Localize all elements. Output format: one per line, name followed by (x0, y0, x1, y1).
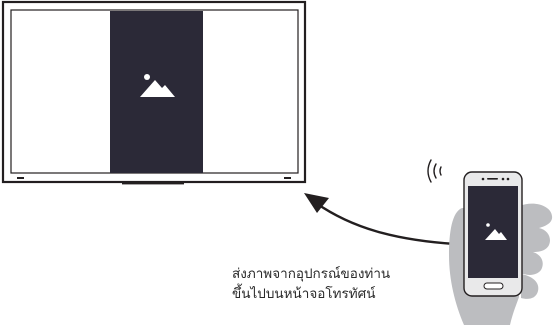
caption: ส่งภาพจากอุปกรณ์ของท่าน ขึ้นไปบนหน้าจอโท… (232, 264, 472, 304)
tv-button-right (284, 177, 291, 179)
caption-line-1: ส่งภาพจากอุปกรณ์ของท่าน (232, 266, 391, 282)
phone-sensor-2 (506, 177, 510, 181)
phone-front-camera (481, 177, 485, 181)
curved-arrow-icon (304, 193, 457, 246)
phone-speaker (487, 178, 498, 180)
television (1, 0, 307, 185)
wireless-signal-icon (427, 159, 442, 183)
tv-button-left (17, 177, 24, 179)
phone-sensor (501, 177, 505, 181)
tv-stand (122, 182, 184, 185)
smartphone (463, 171, 523, 297)
phone-home-button (483, 282, 504, 290)
image-icon (485, 223, 507, 240)
image-icon (140, 74, 175, 97)
caption-line-2: ขึ้นไปบนหน้าจอโทรทัศน์ (232, 286, 376, 302)
